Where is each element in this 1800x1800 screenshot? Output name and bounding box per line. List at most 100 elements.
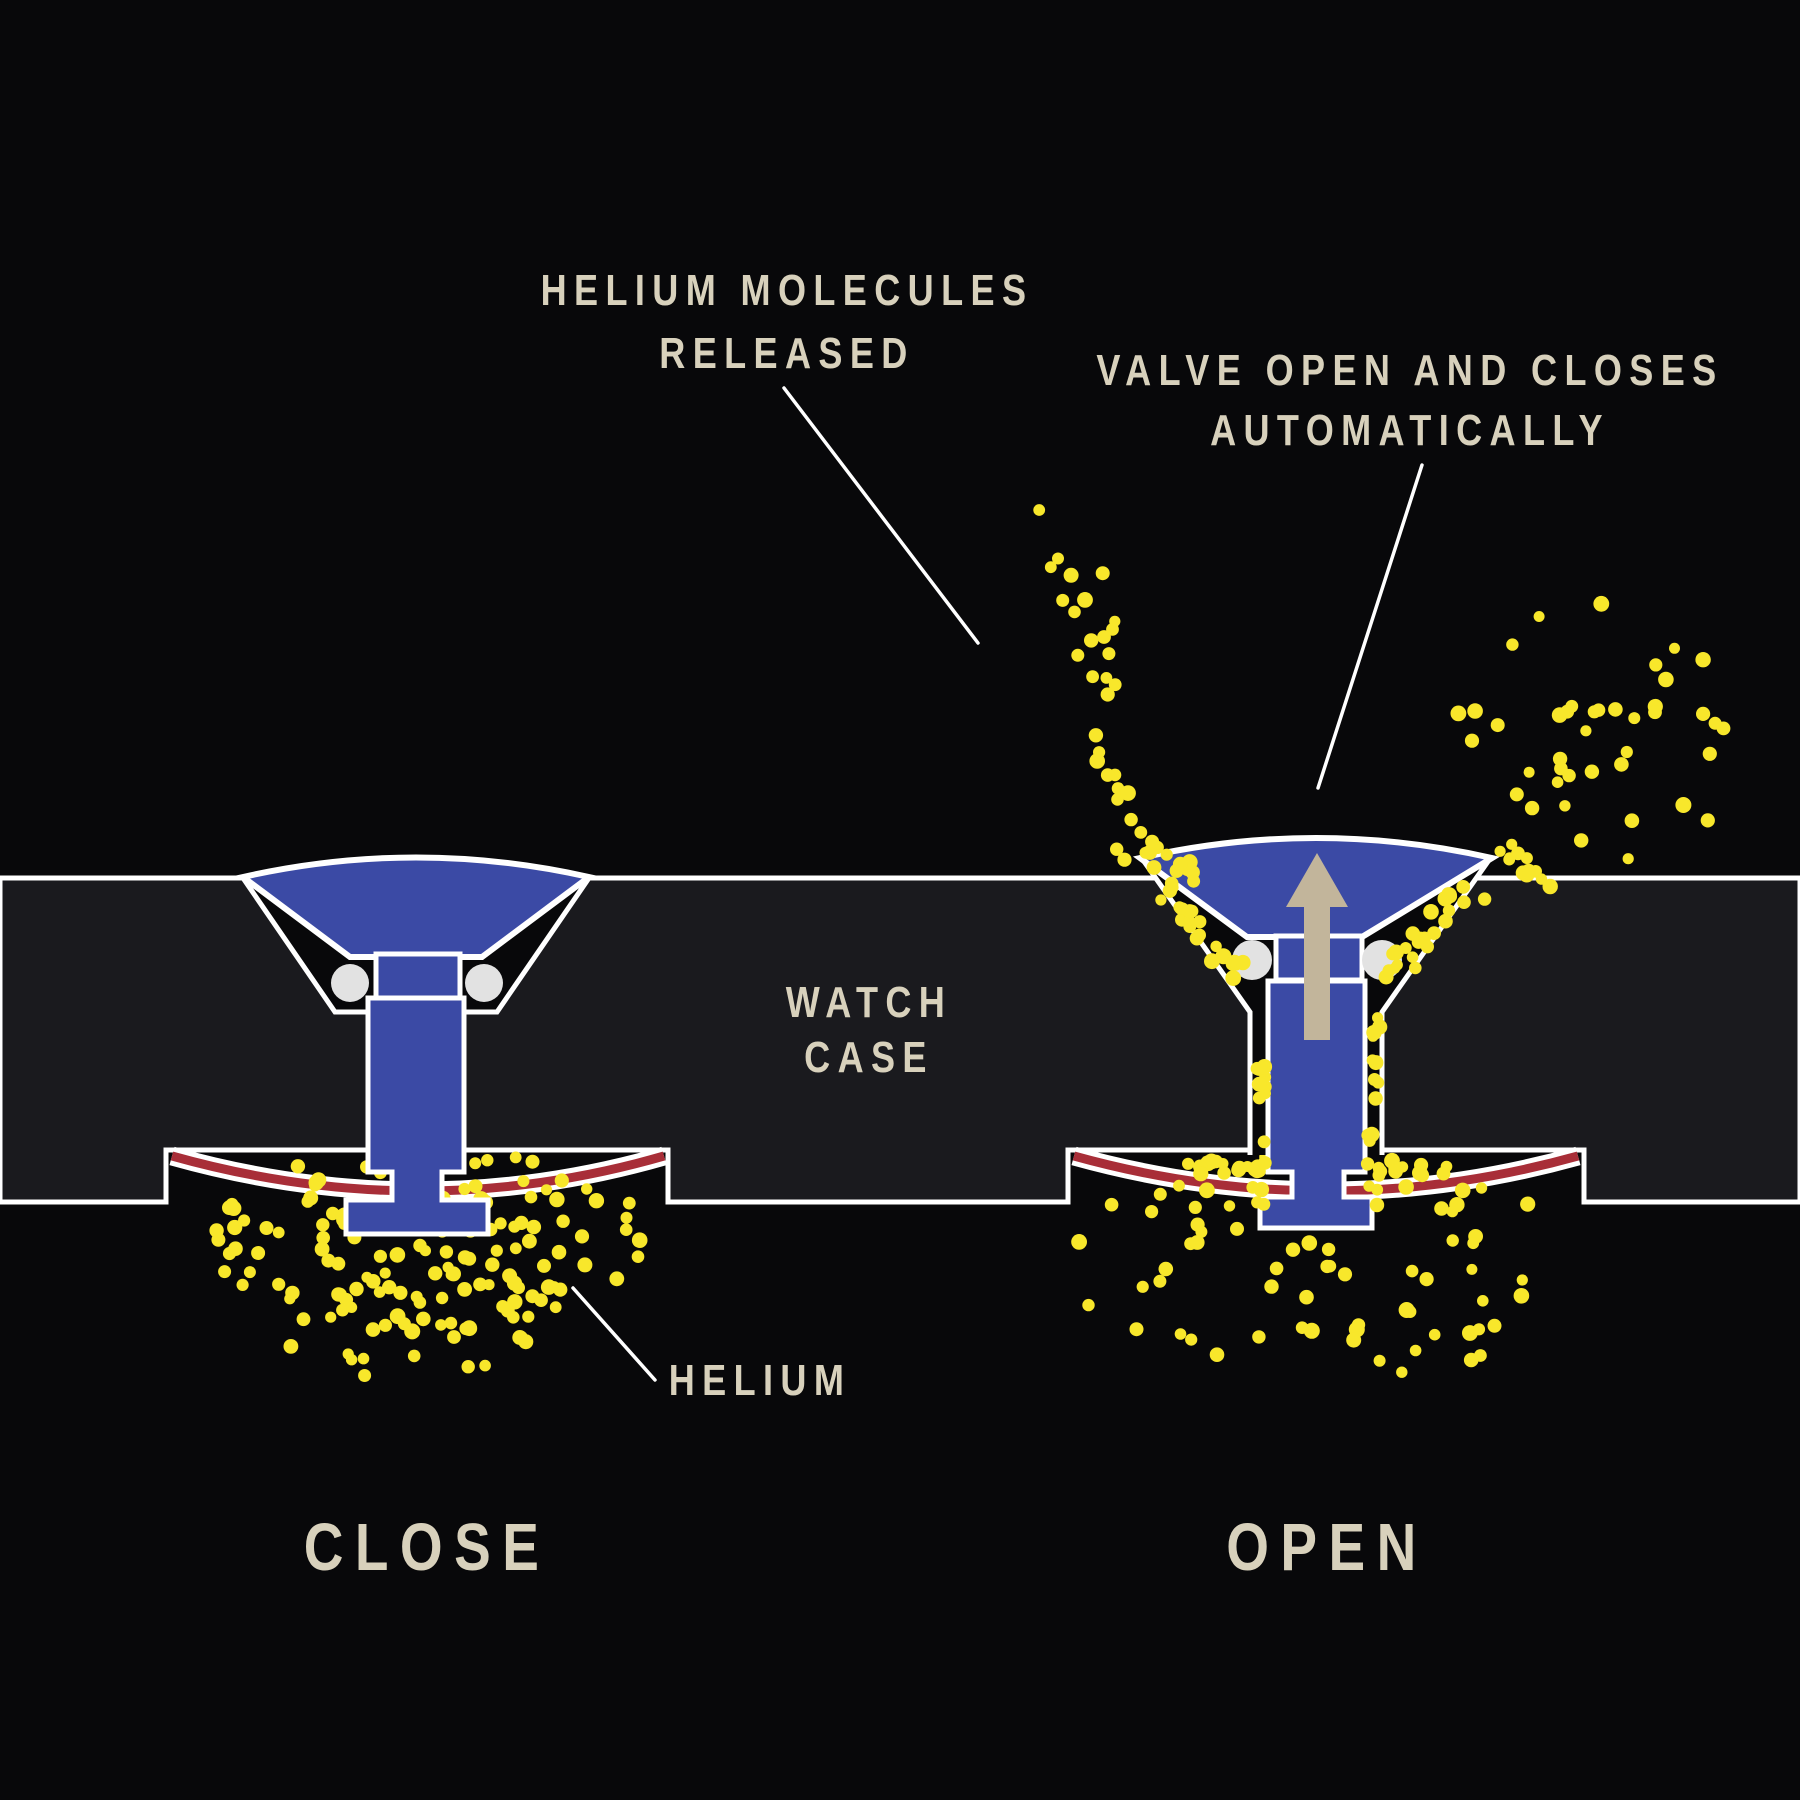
helium-molecule-dot bbox=[1185, 1333, 1198, 1346]
helium-molecule-dot bbox=[1409, 961, 1422, 975]
helium-molecule-dot bbox=[1189, 1235, 1205, 1250]
bearing-left bbox=[331, 964, 369, 1002]
helium-molecule-dot bbox=[1210, 940, 1222, 952]
helium-molecule-dot bbox=[1187, 874, 1201, 888]
helium-molecule-dot bbox=[1071, 648, 1085, 662]
helium-molecule-dot bbox=[285, 1285, 300, 1301]
helium-dot-cluster-open-valve-under-scatter bbox=[1071, 1149, 1536, 1367]
helium-molecule-dot bbox=[1257, 1197, 1271, 1211]
helium-molecule-dot bbox=[227, 1219, 243, 1236]
helium-molecule-dot bbox=[1145, 1205, 1159, 1219]
helium-molecule-dot bbox=[554, 1173, 569, 1188]
helium-molecule-dot bbox=[444, 1316, 458, 1330]
helium-molecule-dot bbox=[540, 1184, 553, 1196]
helium-molecule-dot bbox=[1153, 1187, 1167, 1201]
helium-molecule-dot bbox=[1088, 728, 1104, 743]
helium-molecule-dot bbox=[1174, 1328, 1187, 1340]
helium-molecule-dot bbox=[1580, 725, 1592, 737]
helium-molecule-dot bbox=[1434, 1201, 1449, 1216]
helium-molecule-dot bbox=[1574, 833, 1589, 848]
helium-dot-cluster-cap-corner-left bbox=[1134, 826, 1201, 888]
helium-molecule-dot bbox=[393, 1285, 408, 1300]
helium-molecule-dot bbox=[1520, 1196, 1536, 1212]
helium-molecule-dot bbox=[365, 1322, 381, 1337]
label-watch-case: WATCH CASE bbox=[786, 978, 952, 1082]
helium-molecule-dot bbox=[1551, 776, 1564, 788]
helium-molecule-dot bbox=[1100, 672, 1113, 684]
helium-molecule-dot bbox=[342, 1348, 354, 1360]
helium-molecule-dot bbox=[1360, 1157, 1375, 1171]
helium-molecule-dot bbox=[481, 1154, 494, 1167]
helium-molecule-dot bbox=[1369, 1197, 1385, 1213]
label-line: HELIUM MOLECULES bbox=[541, 266, 1034, 315]
helium-molecule-dot bbox=[1257, 1135, 1271, 1149]
helium-molecule-dot bbox=[410, 1290, 423, 1303]
helium-molecule-dot bbox=[1649, 658, 1663, 672]
helium-molecule-dot bbox=[588, 1193, 605, 1209]
helium-molecule-dot bbox=[1559, 800, 1571, 812]
helium-molecule-dot bbox=[346, 1301, 358, 1313]
helium-molecule-dot bbox=[1192, 928, 1206, 942]
helium-dot-cluster-closed-valve-cloud-tail bbox=[283, 1261, 548, 1382]
helium-molecule-dot bbox=[1513, 1288, 1530, 1304]
helium-molecule-dot bbox=[228, 1241, 243, 1256]
helium-dot-cluster-open-valve-under-tail bbox=[1185, 1323, 1487, 1378]
helium-molecule-dot bbox=[622, 1196, 636, 1210]
helium-dot-cluster-far-right-field bbox=[1450, 595, 1731, 865]
helium-molecule-dot bbox=[1475, 1182, 1488, 1194]
helium-molecule-dot bbox=[509, 1151, 522, 1164]
helium-molecule-dot bbox=[272, 1277, 286, 1291]
label-line: CASE bbox=[804, 1033, 934, 1082]
valve-stem bbox=[343, 995, 491, 1237]
helium-molecule-dot bbox=[512, 1281, 525, 1295]
up-arrow-icon bbox=[1286, 853, 1348, 1040]
helium-molecule-dot bbox=[1406, 951, 1419, 963]
helium-molecule-dot bbox=[1388, 1164, 1403, 1179]
helium-molecule-dot bbox=[1506, 838, 1518, 850]
helium-molecule-dot bbox=[333, 1287, 347, 1302]
helium-molecule-dot bbox=[1044, 561, 1057, 574]
helium-molecule-dot bbox=[1193, 1166, 1209, 1182]
helium-molecule-dot bbox=[1084, 633, 1099, 648]
helium-molecule-dot bbox=[1454, 1182, 1471, 1199]
helium-molecule-dot bbox=[1472, 1323, 1486, 1336]
helium-molecule-dot bbox=[1696, 706, 1711, 722]
helium-molecule-dot bbox=[1252, 1330, 1266, 1344]
helium-molecule-dot bbox=[1423, 904, 1439, 920]
helium-molecule-dot bbox=[1382, 964, 1396, 978]
helium-molecule-dot bbox=[1223, 1200, 1236, 1212]
helium-molecule-dot bbox=[1204, 953, 1220, 970]
helium-molecule-dot bbox=[1199, 1182, 1215, 1199]
label-line: WATCH bbox=[786, 978, 952, 1027]
helium-molecule-dot bbox=[1373, 1354, 1386, 1367]
helium-molecule-dot bbox=[1494, 845, 1506, 857]
helium-molecule-dot bbox=[1372, 1012, 1384, 1024]
helium-molecule-dot bbox=[1182, 1157, 1195, 1170]
helium-molecule-dot bbox=[1256, 1059, 1273, 1075]
helium-molecule-dot bbox=[509, 1242, 522, 1255]
helium-molecule-dot bbox=[619, 1223, 633, 1236]
helium-molecule-dot bbox=[1153, 1274, 1167, 1288]
helium-molecule-dot bbox=[382, 1280, 397, 1295]
helium-molecule-dot bbox=[1593, 595, 1610, 612]
helium-molecule-dot bbox=[290, 1159, 306, 1174]
helium-molecule-dot bbox=[1134, 826, 1148, 839]
state-label: CLOSE bbox=[304, 1510, 551, 1584]
helium-molecule-dot bbox=[551, 1244, 567, 1260]
helium-molecule-dot bbox=[1346, 1332, 1362, 1348]
helium-molecule-dot bbox=[1097, 630, 1111, 644]
helium-molecule-dot bbox=[1669, 642, 1680, 654]
helium-molecule-dot bbox=[1102, 647, 1116, 661]
helium-molecule-dot bbox=[609, 1271, 625, 1287]
helium-molecule-dot bbox=[473, 1277, 487, 1292]
helium-molecule-dot bbox=[1172, 856, 1188, 872]
helium-molecule-dot bbox=[1391, 959, 1403, 971]
helium-molecule-dot bbox=[1457, 895, 1471, 909]
helium-molecule-dot bbox=[1086, 670, 1099, 684]
helium-molecule-dot bbox=[1511, 846, 1525, 861]
helium-molecule-dot bbox=[1464, 733, 1480, 748]
helium-molecule-dot bbox=[1409, 1344, 1422, 1357]
helium-molecule-dot bbox=[1077, 592, 1093, 608]
helium-molecule-dot bbox=[1477, 1295, 1489, 1307]
helium-molecule-dot bbox=[303, 1190, 319, 1206]
